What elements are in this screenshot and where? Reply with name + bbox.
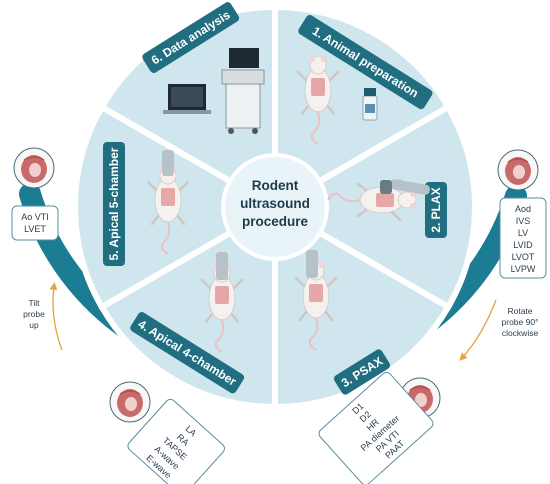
plax-measurements-box: Aod IVS LV LVID LVOT LVPW [499, 197, 547, 279]
plax-measure-5: LVOT [512, 252, 535, 262]
step-2-label-bg [425, 182, 447, 238]
plax-measure-6: LVPW [511, 264, 536, 274]
heart-longaxis-icon [497, 149, 539, 191]
step-1-label-bg [298, 15, 433, 110]
laptop-icon [163, 84, 211, 114]
tilt-line-2: probe [23, 309, 45, 319]
tilt-line-3: up [29, 320, 39, 330]
step-3-label-bg [333, 349, 391, 395]
psax-measurements-box: D1 D2 HR PA diameter PA VTI PAAT [318, 371, 434, 484]
step-plax: 2. PLAX [326, 178, 447, 238]
rotate-line-1: Rotate [507, 306, 532, 316]
sector-apical-4-chamber [97, 201, 278, 411]
ultrasound-probe-icon [216, 252, 228, 280]
plax-measure-1: Aod [515, 204, 531, 214]
apical5-measure-2: LVET [24, 224, 46, 234]
anesthetic-vial-icon [362, 88, 378, 121]
rotate-arrow-icon [459, 299, 497, 361]
heart-apical5-icon [13, 147, 55, 189]
apical5-measurements-box: Ao VTI LVET [11, 205, 59, 241]
rotate-probe-note: Rotate probe 90° clockwise [459, 299, 539, 361]
step-5-label: 5. Apical 5-chamber [107, 147, 121, 260]
tilt-probe-note: Tilt probe up [23, 282, 63, 351]
step-4-label-bg [130, 312, 245, 394]
ultrasound-probe-icon [162, 150, 174, 176]
tilt-arrow-icon [49, 282, 63, 351]
center-line-1: Rodent [252, 178, 299, 193]
plax-measure-3: LV [518, 228, 528, 238]
center-circle [221, 153, 329, 261]
step-2-label: 2. PLAX [429, 187, 443, 232]
step-apical-5-chamber: 5. Apical 5-chamber [103, 142, 190, 266]
ultrasound-probe-icon [306, 250, 318, 278]
tilt-line-1: Tilt [28, 298, 40, 308]
rotate-line-2: probe 90° [502, 317, 539, 327]
heart-apical4-icon [109, 381, 151, 423]
ultrasound-machine-icon [221, 48, 265, 134]
rotate-line-3: clockwise [502, 328, 539, 338]
center-line-2: ultrasound [240, 196, 310, 211]
sector-psax [272, 201, 453, 411]
apical4-measurements-box: LA RA TAPSE A-wave E-wave [127, 398, 225, 484]
apical5-measure-1: Ao VTI [21, 212, 49, 222]
plax-measure-4: LVID [513, 240, 533, 250]
step-6-label-bg [142, 2, 240, 73]
plax-measure-2: IVS [516, 216, 531, 226]
center-line-3: procedure [242, 214, 309, 229]
step-5-label-bg [103, 142, 125, 266]
ultrasound-probe-icon [380, 179, 430, 195]
